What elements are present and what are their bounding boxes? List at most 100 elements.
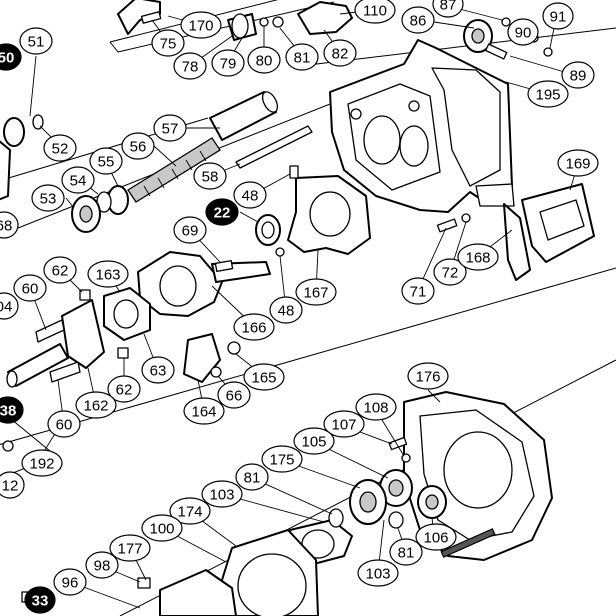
callout-label: 71 bbox=[410, 284, 427, 301]
clutch-assembly bbox=[6, 165, 595, 388]
worm-shaft-threads bbox=[143, 150, 207, 197]
callout-label: 168 bbox=[465, 250, 490, 267]
callout-87: 87 bbox=[432, 0, 464, 18]
part-pin-165 bbox=[227, 341, 241, 355]
callout-bubble bbox=[0, 471, 25, 499]
callout-label: 166 bbox=[241, 320, 266, 337]
callout-label: 72 bbox=[442, 265, 459, 282]
callout-175: 175 bbox=[261, 445, 303, 473]
callout-bubble bbox=[507, 18, 539, 46]
callout-label: 80 bbox=[256, 53, 273, 70]
callout-bubble bbox=[432, 0, 464, 18]
callout-label: 91 bbox=[550, 9, 567, 26]
callout-bubble bbox=[141, 356, 175, 384]
callout-bubble bbox=[205, 198, 239, 226]
callout-107: 107 bbox=[323, 410, 365, 438]
callout-bubble bbox=[457, 243, 499, 271]
part-screw-62-lower bbox=[117, 347, 129, 359]
callout-label: 56 bbox=[130, 139, 147, 156]
callout-label: 89 bbox=[570, 68, 587, 85]
callout-bubble bbox=[357, 559, 399, 587]
callout-108: 108 bbox=[355, 393, 397, 421]
callout-80: 80 bbox=[247, 46, 281, 74]
callout-106: 106 bbox=[415, 523, 457, 551]
part-worm-shaft-56 bbox=[127, 137, 221, 203]
callout-177: 177 bbox=[109, 534, 151, 562]
callout-label: 62 bbox=[52, 263, 69, 280]
callout-bubble bbox=[75, 391, 117, 419]
part-pinion-04-end bbox=[6, 370, 18, 388]
part-screw-48-top bbox=[289, 165, 299, 179]
callout-label: 164 bbox=[191, 404, 216, 421]
callout-label: 163 bbox=[95, 267, 120, 284]
callout-label: 60 bbox=[22, 281, 39, 298]
callout-label: 106 bbox=[423, 530, 448, 547]
callout-label: 175 bbox=[269, 452, 294, 469]
callout-62: 62 bbox=[43, 256, 77, 284]
part-edge-68 bbox=[0, 140, 11, 201]
part-clutch-cam-166-bore bbox=[159, 265, 197, 307]
part-screw-75 bbox=[140, 11, 162, 24]
part-screw-89 bbox=[485, 43, 508, 60]
callout-bubble bbox=[121, 132, 155, 160]
callout-label: 177 bbox=[117, 541, 142, 558]
callout-bubble bbox=[201, 480, 243, 508]
callout-bubble bbox=[53, 568, 87, 596]
callout-label: 54 bbox=[70, 173, 87, 190]
callout-label: 04 bbox=[0, 299, 12, 316]
callout-bubble bbox=[235, 463, 269, 491]
callout-192: 192 bbox=[21, 449, 63, 477]
callout-bubble bbox=[295, 278, 337, 306]
callout-label: 53 bbox=[40, 191, 57, 208]
callout-label: 195 bbox=[535, 87, 560, 104]
callout-79: 79 bbox=[211, 49, 245, 77]
part-gear-106-hub bbox=[425, 494, 439, 510]
callout-81: 81 bbox=[235, 463, 269, 491]
callout-label: 48 bbox=[278, 303, 295, 320]
part-pin-58 bbox=[235, 125, 313, 169]
main-frame-bore-right bbox=[399, 125, 429, 167]
callout-68: 68 bbox=[0, 211, 19, 239]
part-gear-86-hub bbox=[471, 28, 485, 44]
callout-label: 38 bbox=[0, 403, 16, 420]
main-frame-hole-b bbox=[408, 100, 420, 112]
callout-label: 66 bbox=[226, 388, 243, 405]
callout-71: 71 bbox=[401, 277, 435, 305]
callout-170: 170 bbox=[180, 11, 222, 39]
callout-82: 82 bbox=[323, 39, 357, 67]
callout-label: 57 bbox=[162, 121, 179, 138]
leader-56 bbox=[153, 145, 177, 167]
part-side-cover-176-bore bbox=[443, 431, 513, 509]
callout-label: 62 bbox=[116, 382, 133, 399]
part-collar-66 bbox=[210, 366, 222, 378]
callout-48: 48 bbox=[233, 181, 267, 209]
callout-label: 162 bbox=[83, 398, 108, 415]
callout-81: 81 bbox=[389, 538, 423, 566]
callout-bubble bbox=[0, 396, 24, 424]
callout-bubble bbox=[61, 166, 95, 194]
part-ring-96 bbox=[159, 569, 237, 616]
callout-label: 100 bbox=[149, 521, 174, 538]
callout-33: 33 bbox=[24, 586, 56, 614]
callout-bubble bbox=[0, 292, 19, 320]
callout-62: 62 bbox=[107, 375, 141, 403]
callout-bubble bbox=[47, 410, 81, 438]
callout-label: 58 bbox=[202, 169, 219, 186]
callout-164: 164 bbox=[183, 397, 225, 425]
callout-bubble bbox=[13, 274, 47, 302]
callout-163: 163 bbox=[87, 260, 129, 288]
callout-bubble bbox=[180, 11, 222, 39]
callout-bubble bbox=[107, 375, 141, 403]
part-collar-81b bbox=[328, 508, 344, 528]
callout-bubble bbox=[323, 39, 357, 67]
callout-103: 103 bbox=[201, 480, 243, 508]
callout-label: 12 bbox=[2, 478, 19, 495]
callout-label: 79 bbox=[220, 56, 237, 73]
main-frame-bore-left bbox=[363, 115, 401, 165]
callout-81: 81 bbox=[285, 43, 319, 71]
part-ring-52 bbox=[32, 114, 44, 130]
part-screw-62-upper bbox=[79, 289, 91, 301]
